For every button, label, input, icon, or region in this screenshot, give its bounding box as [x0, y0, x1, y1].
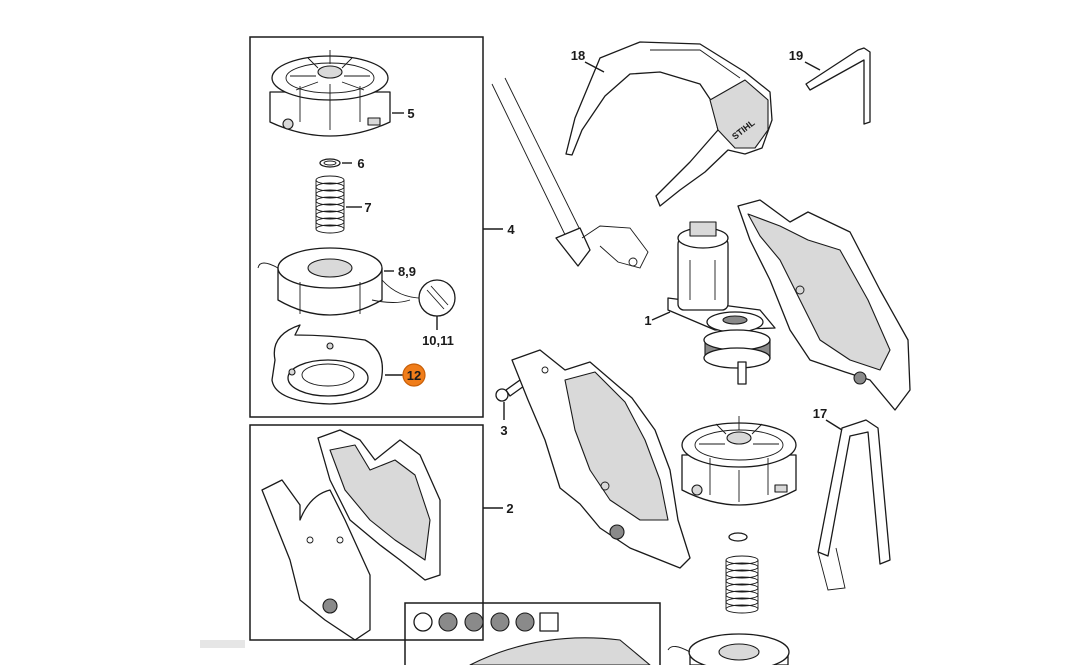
spool-cover-part	[271, 324, 384, 405]
spring-part	[315, 175, 345, 234]
callout-2[interactable]: 2	[506, 501, 513, 516]
spool-with-line-part	[257, 247, 429, 316]
spring-assembled	[725, 555, 759, 614]
motor-part	[667, 221, 776, 385]
callout-1[interactable]: 1	[644, 313, 651, 328]
callout-3[interactable]: 3	[500, 423, 507, 438]
guard-kit-box	[249, 424, 484, 641]
callout-17[interactable]: 17	[813, 406, 827, 421]
callout-8-9[interactable]: 8,9	[398, 264, 416, 279]
callout-5[interactable]: 5	[407, 106, 414, 121]
callout-12-badge[interactable]	[402, 363, 426, 387]
callout-18[interactable]: 18	[571, 48, 585, 63]
mowing-head-kit-box	[249, 36, 484, 418]
right-housing-half-part	[737, 199, 911, 411]
left-housing-half-part	[511, 349, 691, 569]
safety-pictograms	[413, 612, 651, 665]
callout-6[interactable]: 6	[357, 156, 364, 171]
blurred-watermark	[200, 640, 245, 648]
spool-housing-part	[269, 50, 391, 137]
safety-glasses-part: STIHL	[565, 41, 773, 207]
callout-12-highlight[interactable]: 12	[402, 363, 426, 387]
circlip-part	[319, 158, 341, 168]
pictogram-box	[404, 602, 661, 665]
callout-12[interactable]: 12	[407, 368, 421, 383]
callout-19[interactable]: 19	[789, 48, 803, 63]
callout-4[interactable]: 4	[507, 222, 515, 237]
spool-housing-assembled	[681, 416, 797, 542]
trimmer-line-detail	[418, 279, 456, 330]
hex-key-part	[805, 47, 871, 125]
spool-assembled	[667, 633, 790, 665]
callout-10-11[interactable]: 10,11	[422, 333, 454, 348]
guard-housing-part	[261, 429, 441, 641]
wire-bracket-part	[817, 419, 891, 591]
screw-part	[495, 379, 525, 420]
shaft-tube-part	[491, 77, 649, 269]
callout-7[interactable]: 7	[364, 200, 371, 215]
